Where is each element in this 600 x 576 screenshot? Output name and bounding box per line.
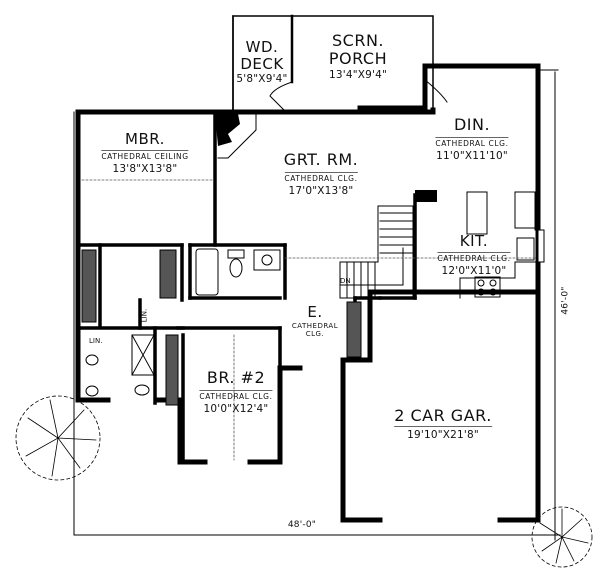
room-size: 10'0"X12'4" xyxy=(203,403,269,415)
tree-left xyxy=(15,395,101,481)
room-size: 12'0"X11'0" xyxy=(441,265,507,277)
room-label-scrn-porch: SCRN. PORCH 13'4"X9'4" xyxy=(329,33,387,81)
room-name: DECK xyxy=(240,55,284,73)
room-name: WD. xyxy=(245,38,279,56)
room-ceiling: CATHEDRAL CEILING xyxy=(101,150,189,161)
room-size: 17'0"X13'8" xyxy=(288,185,354,197)
closets xyxy=(81,249,362,406)
kitchen-counters xyxy=(459,191,545,299)
depth-dimension: 46'-0" xyxy=(560,286,571,315)
room-size: 13'8"X13'8" xyxy=(112,163,178,175)
room-ceiling: CATHEDRAL CLG. xyxy=(199,390,273,401)
room-label-grt-rm: GRT. RM. CATHEDRAL CLG. 17'0"X13'8" xyxy=(284,152,358,197)
room-ceiling: CATHEDRAL CLG. xyxy=(284,172,358,183)
dimension-lines xyxy=(73,69,561,541)
room-size: 19'10"X21'8" xyxy=(394,426,492,441)
stair-down-label: DN xyxy=(340,277,351,285)
room-ceiling: CATHEDRAL CLG. xyxy=(437,252,511,263)
room-name: MBR. xyxy=(125,130,165,148)
room-size: 5'8"X9'4" xyxy=(236,73,288,85)
bath-fixtures xyxy=(85,248,281,397)
room-name: DIN. xyxy=(453,115,491,134)
room-name: PORCH xyxy=(328,49,388,68)
room-name: E. xyxy=(307,303,323,321)
room-name: KIT. xyxy=(459,232,489,250)
room-label-din: DIN. CATHEDRAL CLG. 11'0"X11'10" xyxy=(435,115,509,162)
tree-right xyxy=(531,506,593,568)
room-name: GRT. RM. xyxy=(283,150,359,169)
room-name: 2 CAR GAR. xyxy=(394,406,492,425)
room-ceiling: CATHEDRAL xyxy=(291,322,339,330)
fireplace xyxy=(215,114,240,146)
room-label-kit: KIT. CATHEDRAL CLG. 12'0"X11'0" xyxy=(437,232,511,277)
room-size: 13'4"X9'4" xyxy=(328,69,388,81)
room-label-br2: BR. #2 CATHEDRAL CLG. 10'0"X12'4" xyxy=(199,368,273,415)
room-label-entry: E. CATHEDRAL CLG. xyxy=(292,305,338,338)
width-dimension: 48'-0" xyxy=(287,520,317,530)
stairs xyxy=(339,205,414,299)
room-label-garage: 2 CAR GAR. 19'10"X21'8" xyxy=(394,408,492,441)
linen-label: LIN. xyxy=(140,308,149,323)
room-ceiling: CATHEDRAL CLG. xyxy=(435,137,509,148)
room-ceiling: CLG. xyxy=(305,330,325,338)
linen-label: LIN. xyxy=(89,337,103,345)
room-name: BR. #2 xyxy=(206,368,266,387)
room-size: 11'0"X11'10" xyxy=(436,150,508,162)
room-label-mbr: MBR. CATHEDRAL CEILING 13'8"X13'8" xyxy=(101,130,189,175)
room-name: SCRN. xyxy=(331,31,384,50)
room-label-wd-deck: WD. DECK 5'8"X9'4" xyxy=(236,40,287,85)
